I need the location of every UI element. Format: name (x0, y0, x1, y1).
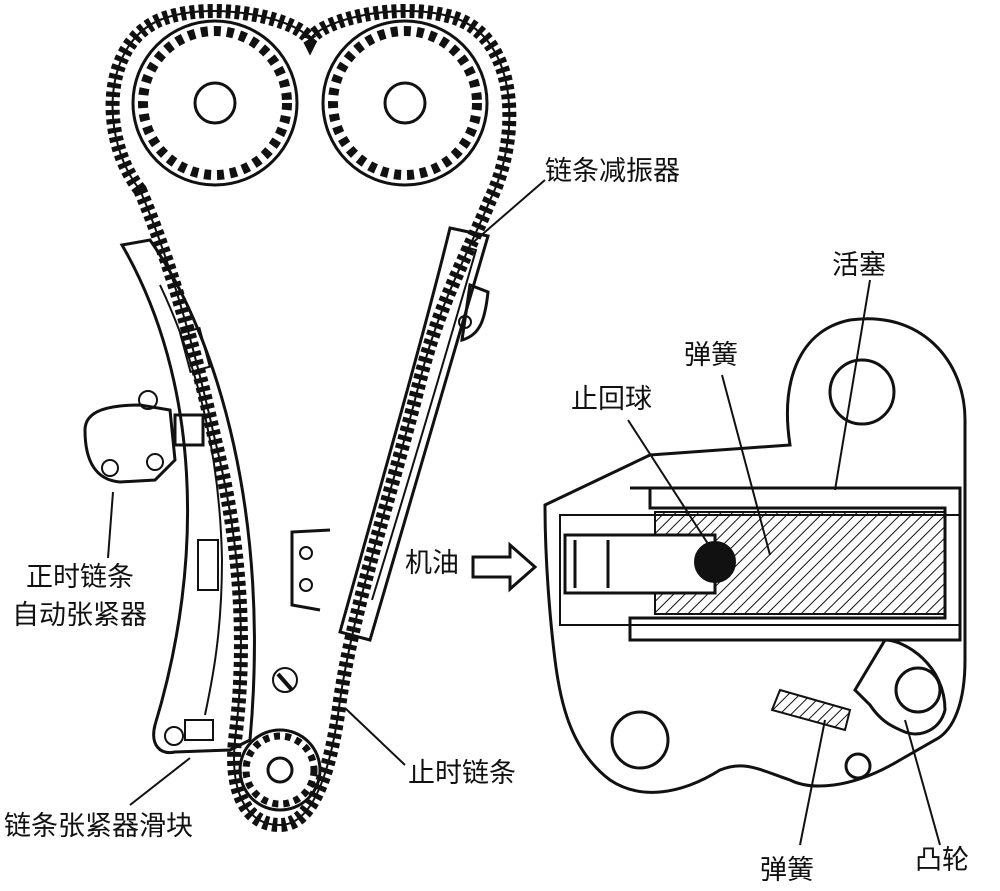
timing-chain-assembly (83, 4, 546, 833)
label-timing-chain: 止时链条 (408, 758, 516, 789)
oil-arrow (471, 541, 538, 593)
label-check-ball: 止回球 (571, 384, 652, 415)
chain-slipper (119, 238, 256, 755)
label-spring-top: 弹簧 (684, 340, 738, 371)
crank-sprocket (238, 728, 322, 812)
auto-tensioner (83, 390, 205, 484)
piston (628, 486, 962, 642)
leader-tensioner (107, 491, 114, 559)
bottom-spring (770, 688, 852, 732)
label-cam: 凸轮 (915, 845, 969, 876)
leader-spring-bottom (799, 719, 826, 846)
leader-damper (469, 179, 546, 246)
label-oil: 机油 (405, 548, 459, 579)
leader-spring-top (721, 374, 771, 556)
leader-slipper (129, 757, 191, 806)
tensioner-cross-section (471, 279, 967, 846)
damper-bracket-mid (290, 528, 331, 612)
label-spring-bottom: 弹簧 (760, 855, 814, 886)
tensioner-body (543, 317, 967, 794)
left-cam-sprocket (131, 19, 299, 187)
right-cam-sprocket (321, 19, 489, 187)
damper-bracket-top (460, 282, 490, 343)
plunger (563, 533, 717, 595)
leader-check-ball (627, 419, 713, 551)
label-tensioner-line1: 正时链条 (26, 562, 134, 593)
leader-cam (904, 719, 941, 846)
leader-piston (834, 279, 871, 491)
label-tensioner-line2: 自动张紧器 (12, 600, 147, 631)
label-chain-slipper: 链条张紧器滑块 (4, 811, 193, 842)
label-piston: 活塞 (832, 250, 886, 281)
check-ball (694, 541, 736, 583)
leader-timing-chain (344, 707, 406, 766)
label-chain-damper: 链条减振器 (545, 156, 680, 187)
cam (853, 638, 947, 736)
